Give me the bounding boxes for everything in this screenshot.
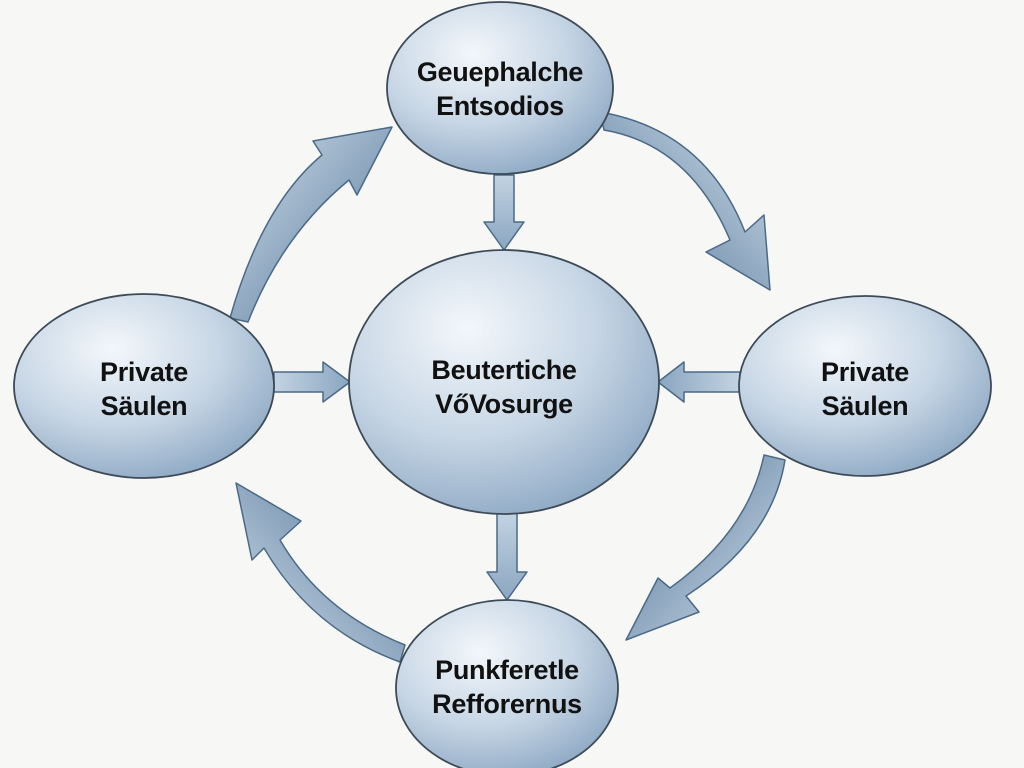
curved-arrow-right-to-bottom xyxy=(625,454,786,641)
node-bottom xyxy=(395,599,619,768)
curved-arrow-bottom-to-left xyxy=(235,482,406,663)
curved-arrow-top-to-right xyxy=(599,111,771,291)
straight-arrow-top-to-center xyxy=(483,174,525,251)
straight-arrow-left-to-center xyxy=(273,361,351,403)
node-left xyxy=(13,293,275,479)
curved-arrow-left-to-top xyxy=(229,126,393,323)
node-center xyxy=(348,249,660,515)
straight-arrow-center-to-bottom xyxy=(486,512,528,601)
straight-arrow-right-to-center xyxy=(657,361,741,403)
node-top xyxy=(386,1,614,175)
node-right xyxy=(738,295,992,477)
